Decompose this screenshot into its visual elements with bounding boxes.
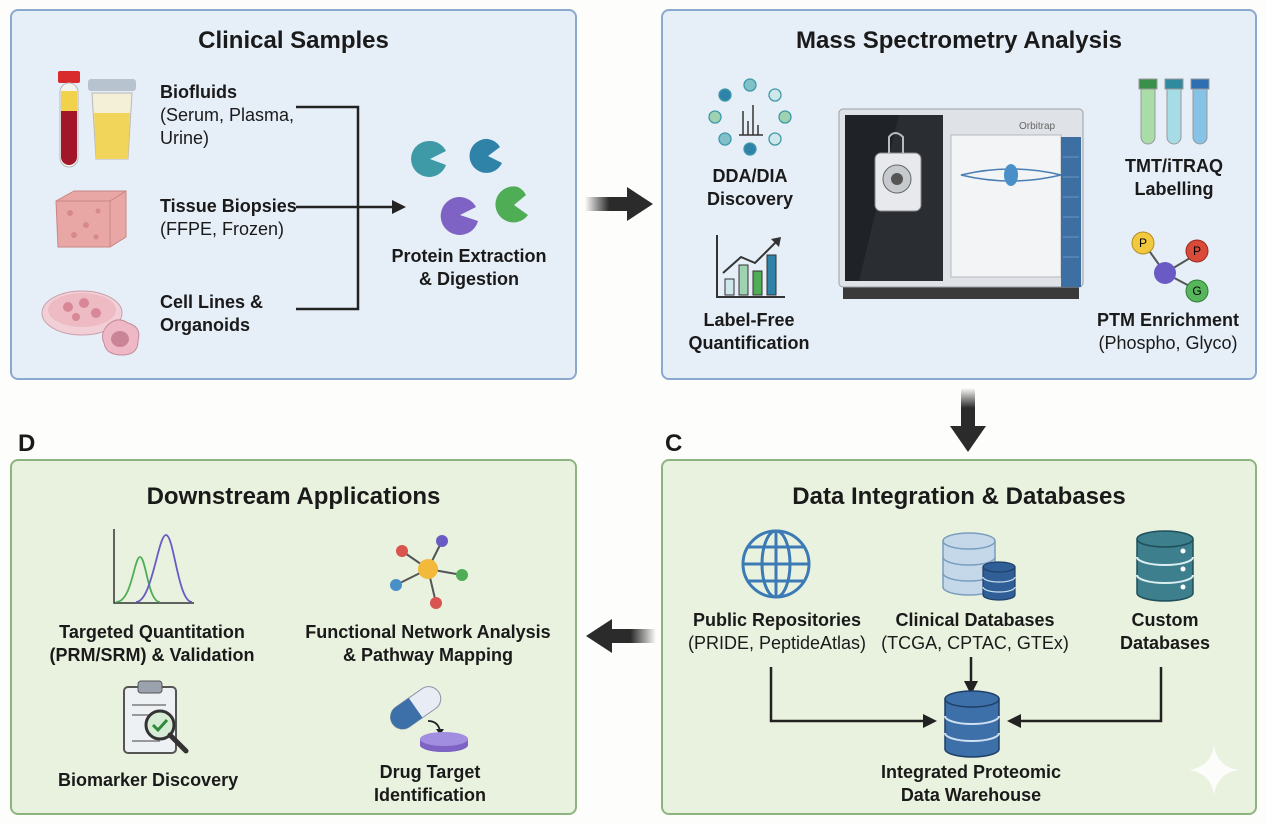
drug-target-line-1: Drug Target bbox=[379, 762, 481, 782]
ptm-name: PTM Enrichment bbox=[1096, 310, 1239, 330]
ptm-detail: (Phospho, Glyco) bbox=[1098, 333, 1238, 353]
warehouse-line-1: Integrated Proteomic bbox=[880, 762, 1062, 782]
biofluids-label: Biofluids (Serum, Plasma, Urine) bbox=[160, 81, 294, 150]
petri-dish-icon bbox=[41, 290, 140, 356]
arrow-c-to-d bbox=[586, 619, 656, 653]
ptm-node-p2: P bbox=[1193, 244, 1201, 258]
biomarker-label: Biomarker Discovery bbox=[58, 770, 239, 790]
clinical-db-label: Clinical Databases (TCGA, CPTAC, GTEx) bbox=[875, 609, 1075, 655]
tmt-line-2: Labelling bbox=[1134, 179, 1214, 199]
tissue-label: Tissue Biopsies (FFPE, Frozen) bbox=[160, 195, 297, 241]
panel-data-integration: Data Integration & Databases Public Repo… bbox=[661, 459, 1257, 815]
warehouse-line-2: Data Warehouse bbox=[900, 785, 1042, 805]
public-repos-detail: (PRIDE, PeptideAtlas) bbox=[687, 633, 867, 653]
panel-b-title: Mass Spectrometry Analysis bbox=[796, 27, 1122, 54]
network-label: Functional Network Analysis & Pathway Ma… bbox=[288, 621, 568, 667]
cell-lines-name-1: Cell Lines & bbox=[160, 292, 264, 312]
drug-target-line-2: Identification bbox=[374, 785, 486, 805]
tissue-detail: (FFPE, Frozen) bbox=[160, 219, 285, 239]
arrow-a-to-b bbox=[585, 187, 653, 221]
ptm-node-p1: P bbox=[1139, 236, 1147, 250]
extraction-line-2: & Digestion bbox=[418, 269, 519, 289]
extraction-line-1: Protein Extraction bbox=[391, 246, 547, 266]
ptm-molecule-icon: P P G bbox=[1131, 231, 1209, 303]
cell-lines-name-2: Organoids bbox=[160, 315, 251, 335]
arrow-b-to-c bbox=[950, 388, 986, 452]
clipboard-magnifier-icon bbox=[123, 680, 189, 754]
targeted-line-1: Targeted Quantitation bbox=[59, 622, 245, 642]
capsule-icon bbox=[390, 686, 468, 752]
peak-chromatogram-icon bbox=[113, 529, 194, 604]
mass-spectrometer-icon bbox=[838, 108, 1084, 299]
database-connectors bbox=[769, 657, 1163, 728]
public-repos-name: Public Repositories bbox=[692, 610, 862, 630]
dda-line-1: DDA/DIA bbox=[712, 166, 788, 186]
lfq-label: Label-Free Quantification bbox=[679, 309, 819, 355]
samples-bracket-arrow bbox=[296, 105, 406, 311]
dda-label: DDA/DIA Discovery bbox=[685, 165, 815, 211]
dda-line-2: Discovery bbox=[706, 189, 794, 209]
panel-d-letter: D bbox=[18, 430, 36, 457]
panel-d-title: Downstream Applications bbox=[146, 483, 441, 510]
panel-a-title: Clinical Samples bbox=[198, 27, 389, 54]
clinical-db-detail: (TCGA, CPTAC, GTEx) bbox=[881, 633, 1069, 653]
warehouse-database-icon bbox=[944, 690, 1000, 758]
dda-ring-icon bbox=[708, 78, 792, 156]
protein-pacman-icon bbox=[411, 138, 528, 235]
biofluids-detail-2: Urine) bbox=[160, 128, 210, 148]
targeted-line-2: (PRM/SRM) & Validation bbox=[49, 645, 255, 665]
bar-chart-icon bbox=[716, 235, 785, 298]
custom-db-label: Custom Databases bbox=[1103, 609, 1227, 655]
custom-db-line-1: Custom bbox=[1131, 610, 1199, 630]
ptm-node-g: G bbox=[1192, 284, 1201, 298]
drug-target-label: Drug Target Identification bbox=[350, 761, 510, 807]
custom-db-line-2: Databases bbox=[1119, 633, 1211, 653]
globe-icon bbox=[741, 529, 811, 599]
panel-downstream: Downstream Applications Targeted Quantit… bbox=[10, 459, 577, 815]
panel-mass-spec: Mass Spectrometry Analysis DDA/DIA Disco… bbox=[661, 9, 1257, 380]
tissue-name: Tissue Biopsies bbox=[160, 196, 297, 216]
cell-lines-label: Cell Lines & Organoids bbox=[160, 291, 263, 337]
database-stack-icon bbox=[942, 532, 1016, 601]
lfq-line-1: Label-Free bbox=[703, 310, 795, 330]
targeted-label: Targeted Quantitation (PRM/SRM) & Valida… bbox=[32, 621, 272, 667]
biofluids-detail-1: (Serum, Plasma, bbox=[160, 105, 295, 125]
tissue-block-icon bbox=[55, 190, 127, 248]
ptm-label: PTM Enrichment (Phospho, Glyco) bbox=[1083, 309, 1253, 355]
biofluids-name: Biofluids bbox=[160, 82, 237, 102]
panel-c-title: Data Integration & Databases bbox=[792, 483, 1126, 510]
warehouse-label: Integrated Proteomic Data Warehouse bbox=[851, 761, 1091, 807]
panel-c-letter: C bbox=[665, 430, 683, 457]
urine-cup-icon bbox=[88, 79, 136, 160]
sparkle-icon bbox=[1189, 745, 1239, 795]
tmt-tubes-icon bbox=[1138, 78, 1210, 145]
network-line-1: Functional Network Analysis bbox=[305, 622, 551, 642]
tmt-line-1: TMT/iTRAQ bbox=[1125, 156, 1223, 176]
blood-tube-icon bbox=[58, 71, 80, 168]
clinical-db-name: Clinical Databases bbox=[895, 610, 1055, 630]
lfq-line-2: Quantification bbox=[688, 333, 810, 353]
extraction-label: Protein Extraction & Digestion bbox=[374, 245, 564, 291]
instrument-brand: Orbitrap bbox=[1019, 121, 1056, 132]
network-line-2: & Pathway Mapping bbox=[342, 645, 513, 665]
panel-clinical-samples: Clinical Samples Biofluids (Serum, Plasm… bbox=[10, 9, 577, 380]
network-icon bbox=[390, 535, 468, 609]
public-repos-label: Public Repositories (PRIDE, PeptideAtlas… bbox=[677, 609, 877, 655]
tmt-label: TMT/iTRAQ Labelling bbox=[1109, 155, 1239, 201]
custom-database-icon bbox=[1136, 530, 1194, 602]
